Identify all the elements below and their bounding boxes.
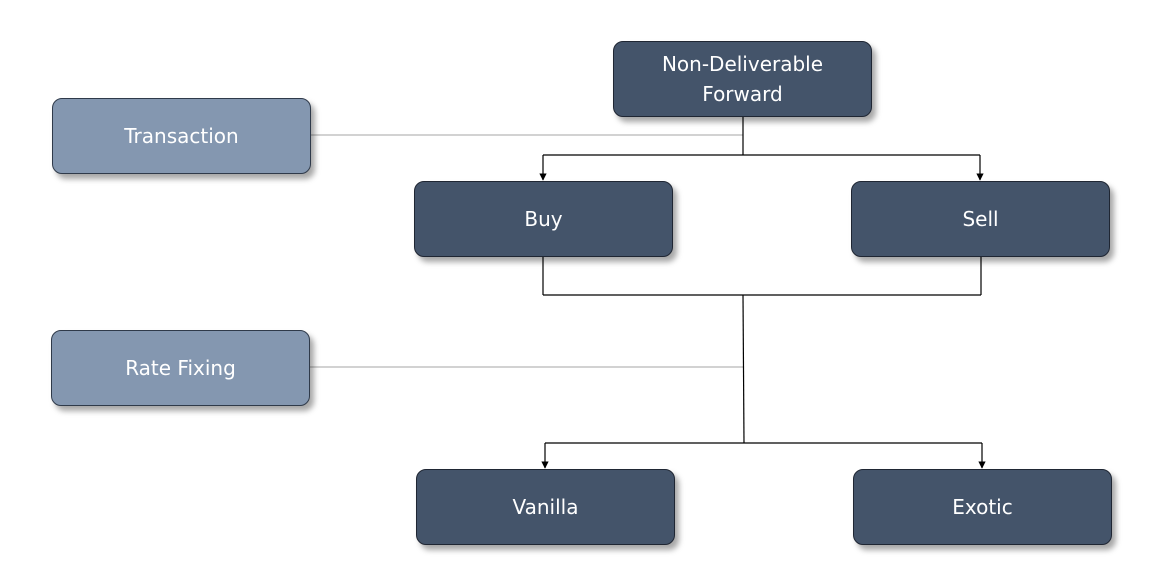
buy-node-label: Buy — [524, 207, 563, 231]
rate-fixing-level-box: Rate Fixing — [51, 330, 310, 406]
transaction-level-box: Transaction — [52, 98, 311, 174]
vanilla-node: Vanilla — [416, 469, 675, 545]
sell-node: Sell — [851, 181, 1110, 257]
vanilla-node-label: Vanilla — [512, 495, 579, 519]
root-node-label-line1: Non-Deliverable — [661, 52, 824, 76]
merge-stem-connector — [742, 294, 745, 444]
root-node-label-line2: Forward — [702, 82, 783, 106]
root-node-label: Non-Deliverable Forward — [654, 49, 831, 109]
transaction-level-label: Transaction — [124, 124, 239, 148]
sell-node-label: Sell — [962, 207, 999, 231]
rate-fixing-level-label: Rate Fixing — [125, 356, 236, 380]
root-node-non-deliverable-forward: Non-Deliverable Forward — [613, 41, 872, 117]
exotic-node-label: Exotic — [952, 495, 1013, 519]
buy-node: Buy — [414, 181, 673, 257]
exotic-node: Exotic — [853, 469, 1112, 545]
